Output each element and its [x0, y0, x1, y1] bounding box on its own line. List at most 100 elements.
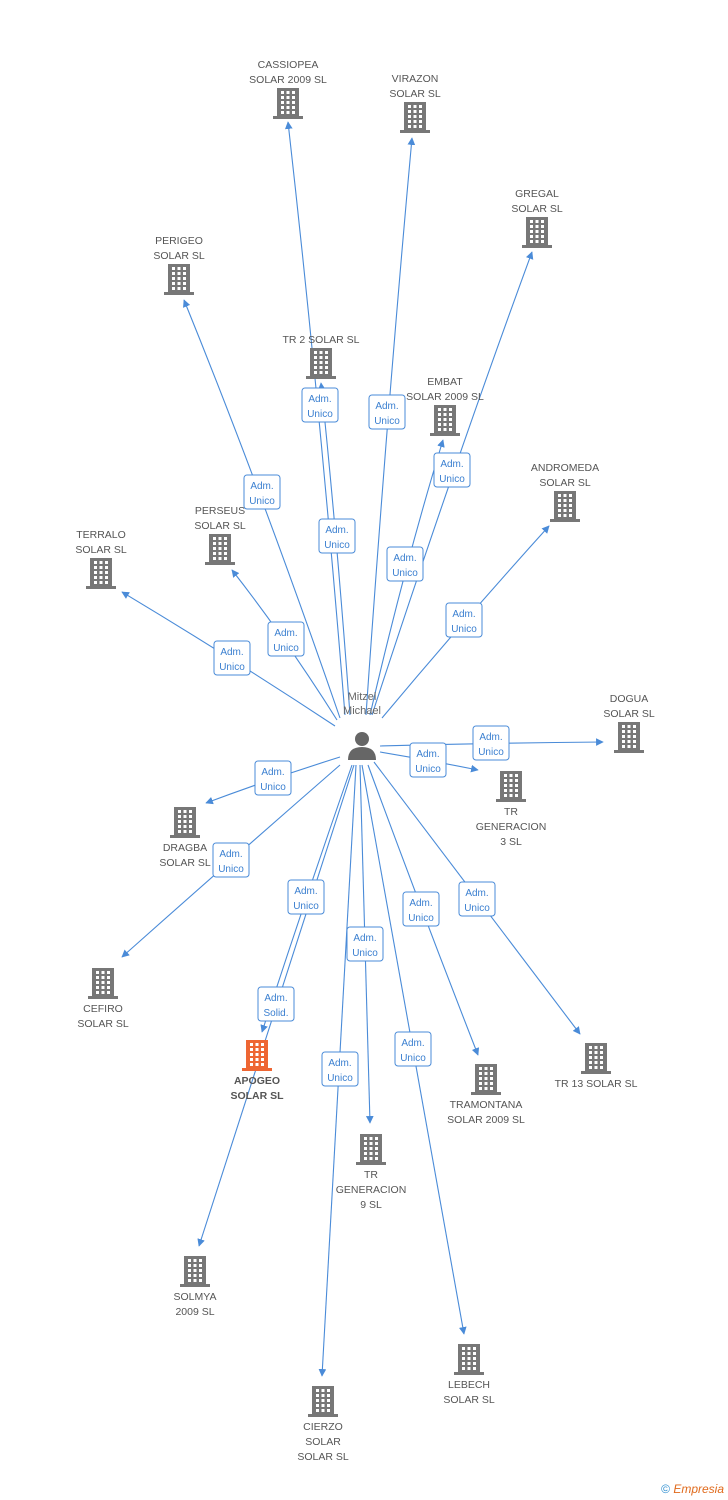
company-label-solmya[interactable]: 2009 SL: [175, 1306, 214, 1318]
person-icon[interactable]: [348, 732, 376, 760]
company-label-tramontana[interactable]: TRAMONTANA: [450, 1099, 523, 1111]
building-icon-embat[interactable]: [430, 405, 460, 436]
role-badge-gregal[interactable]: Adm.Unico: [433, 452, 471, 488]
company-label-cefiro[interactable]: SOLAR SL: [77, 1018, 129, 1030]
building-icon-solmya[interactable]: [180, 1256, 210, 1287]
role-badge-tramontana[interactable]: Adm.Unico: [402, 891, 440, 927]
role-badge-terralo[interactable]: Adm.Unico: [213, 640, 251, 676]
role-badge-virazon[interactable]: Adm.Unico: [368, 394, 406, 430]
company-label-tr13[interactable]: TR 13 SOLAR SL: [555, 1078, 638, 1090]
role-text: Unico: [400, 1053, 426, 1064]
role-badge-perseus[interactable]: Adm.Unico: [267, 621, 305, 657]
building-icon-tr2[interactable]: [306, 348, 336, 379]
role-badge-tr9[interactable]: Adm. Unico: [346, 926, 384, 962]
building-icon-tramontana[interactable]: [471, 1064, 501, 1095]
company-label-cierzo[interactable]: SOLAR: [305, 1436, 341, 1448]
company-label-terralo[interactable]: SOLAR SL: [75, 544, 127, 556]
footer-brand[interactable]: © Empresia: [661, 1482, 724, 1496]
company-label-apogeo[interactable]: APOGEO: [234, 1075, 280, 1087]
role-badge-lebech[interactable]: Adm. Unico: [394, 1031, 432, 1067]
building-icon-dogua[interactable]: [614, 722, 644, 753]
company-label-cefiro[interactable]: CEFIRO: [83, 1003, 123, 1015]
building-icon-tr3[interactable]: [496, 771, 526, 802]
role-badge-apogeo[interactable]: Adm.Unico: [287, 879, 325, 915]
role-badge-cefiro[interactable]: Adm.Unico: [212, 842, 250, 878]
role-text: Adm.: [393, 553, 416, 564]
role-badge-cassiopea[interactable]: Adm. Unico: [301, 387, 339, 423]
role-badge-tr13[interactable]: Adm.Unico: [458, 881, 496, 917]
company-label-cassiopea[interactable]: SOLAR 2009 SL: [249, 74, 327, 86]
building-icon-lebech[interactable]: [454, 1344, 484, 1375]
company-label-tr9[interactable]: 9 SL: [360, 1199, 382, 1211]
building-icon-perseus[interactable]: [205, 534, 235, 565]
company-label-tr3[interactable]: 3 SL: [500, 836, 522, 848]
building-icon-andromeda[interactable]: [550, 491, 580, 522]
role-badge-cierzo[interactable]: Adm.Unico: [321, 1051, 359, 1087]
company-label-andromeda[interactable]: ANDROMEDA: [531, 462, 599, 474]
company-label-tr2[interactable]: TR 2 SOLAR SL: [282, 334, 359, 346]
role-badge-perigeo[interactable]: Adm.Unico: [243, 474, 281, 510]
building-icon-gregal[interactable]: [522, 217, 552, 248]
role-text: Adm.: [308, 394, 331, 405]
role-text: Adm.: [325, 525, 348, 536]
person-name[interactable]: Michael: [343, 705, 381, 717]
company-label-tramontana[interactable]: SOLAR 2009 SL: [447, 1114, 525, 1126]
role-badge-dragba[interactable]: Adm.Unico: [254, 760, 292, 796]
role-badge-tr3[interactable]: Adm.Unico: [409, 742, 447, 778]
company-label-perseus[interactable]: SOLAR SL: [194, 520, 246, 532]
building-icon-perigeo[interactable]: [164, 264, 194, 295]
role-text: Unico: [273, 643, 299, 654]
company-label-andromeda[interactable]: SOLAR SL: [539, 477, 591, 489]
company-label-lebech[interactable]: SOLAR SL: [443, 1394, 495, 1406]
building-icon-cassiopea[interactable]: [273, 88, 303, 119]
company-label-dragba[interactable]: DRAGBA: [163, 842, 207, 854]
role-text: Unico: [352, 948, 378, 959]
building-icon-apogeo[interactable]: [242, 1040, 272, 1071]
company-label-embat[interactable]: EMBAT: [427, 376, 463, 388]
company-label-perigeo[interactable]: PERIGEO: [155, 235, 203, 247]
company-label-virazon[interactable]: VIRAZON: [392, 73, 439, 85]
company-label-dragba[interactable]: SOLAR SL: [159, 857, 211, 869]
building-icon-virazon[interactable]: [400, 102, 430, 133]
building-icon-tr9[interactable]: [356, 1134, 386, 1165]
role-text: Unico: [392, 568, 418, 579]
company-label-tr3[interactable]: GENERACION: [476, 821, 547, 833]
building-icon-dragba[interactable]: [170, 807, 200, 838]
company-label-lebech[interactable]: LEBECH: [448, 1379, 490, 1391]
company-label-tr9[interactable]: GENERACION: [336, 1184, 407, 1196]
company-label-perseus[interactable]: PERSEUS: [195, 505, 245, 517]
role-badge-embat[interactable]: Adm. Unico: [386, 546, 424, 582]
company-label-cassiopea[interactable]: CASSIOPEA: [258, 59, 319, 71]
role-badge-solmya[interactable]: Adm.Solid.: [257, 986, 295, 1022]
person-name[interactable]: Mitzel: [348, 691, 377, 703]
building-icon-cierzo[interactable]: [308, 1386, 338, 1417]
company-label-tr3[interactable]: TR: [504, 806, 518, 818]
company-label-terralo[interactable]: TERRALO: [76, 529, 126, 541]
nodes-layer: CASSIOPEA SOLAR 2009 SL VIRAZON SOLAR SL GRE…: [75, 59, 655, 1463]
company-label-perigeo[interactable]: SOLAR SL: [153, 250, 205, 262]
company-label-gregal[interactable]: GREGAL: [515, 188, 559, 200]
company-label-virazon[interactable]: SOLAR SL: [389, 88, 441, 100]
role-badge-andromeda[interactable]: Adm.Unico: [445, 602, 483, 638]
company-label-cierzo[interactable]: CIERZO: [303, 1421, 343, 1433]
building-icon-terralo[interactable]: [86, 558, 116, 589]
company-label-solmya[interactable]: SOLMYA: [174, 1291, 217, 1303]
role-text: Unico: [307, 409, 333, 420]
company-label-dogua[interactable]: DOGUA: [610, 693, 649, 705]
role-text: Adm.: [353, 933, 376, 944]
company-label-dogua[interactable]: SOLAR SL: [603, 708, 655, 720]
company-label-cierzo[interactable]: SOLAR SL: [297, 1451, 349, 1463]
role-text: Adm.: [416, 749, 439, 760]
role-badge-dogua[interactable]: Adm.Unico: [472, 725, 510, 761]
company-label-apogeo[interactable]: SOLAR SL: [230, 1090, 284, 1102]
company-label-gregal[interactable]: SOLAR SL: [511, 203, 563, 215]
building-icon-cefiro[interactable]: [88, 968, 118, 999]
building-icon-tr13[interactable]: [581, 1043, 611, 1074]
role-text: Unico: [293, 901, 319, 912]
role-text: Adm.: [401, 1038, 424, 1049]
company-label-tr9[interactable]: TR: [364, 1169, 378, 1181]
role-badge-tr2[interactable]: Adm.Unico: [318, 518, 356, 554]
company-label-embat[interactable]: SOLAR 2009 SL: [406, 391, 484, 403]
role-text: Adm.: [250, 481, 273, 492]
